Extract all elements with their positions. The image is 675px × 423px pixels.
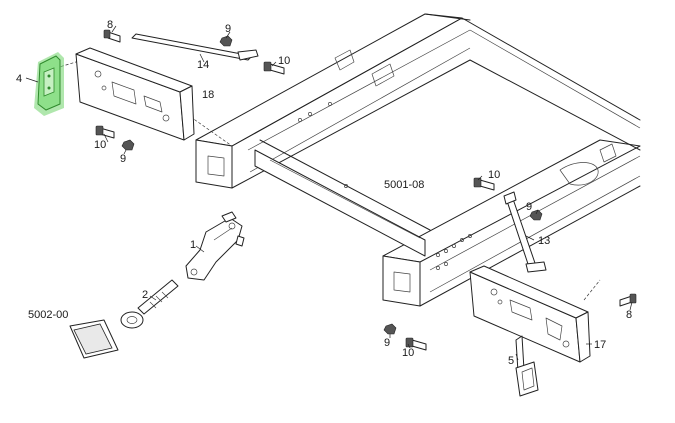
callout-9-top: 9 — [225, 23, 231, 35]
highlighted-part-4[interactable] — [34, 52, 64, 116]
bracket-part-5[interactable] — [515, 335, 539, 397]
callout-10-top: 10 — [278, 55, 290, 67]
chassis-frame — [55, 13, 641, 307]
nut-9-left[interactable] — [121, 139, 135, 151]
callout-2: 2 — [142, 289, 148, 301]
callout-9-bottom: 9 — [384, 337, 390, 349]
eye-bolt-2[interactable] — [120, 279, 179, 329]
nut-9-top[interactable] — [219, 35, 233, 47]
callout-1: 1 — [190, 239, 196, 251]
bracket-right-17[interactable] — [469, 265, 591, 363]
callout-labels: 8 9 14 10 4 18 10 9 5001-08 10 9 13 1 2 … — [16, 19, 632, 367]
nut-9-bottom[interactable] — [383, 323, 397, 335]
tie-rod-13[interactable] — [503, 191, 547, 273]
bolt-8-right[interactable] — [619, 293, 637, 307]
cover-5002-00[interactable] — [69, 319, 119, 359]
callout-10-bottom: 10 — [402, 347, 414, 359]
callout-8-top: 8 — [107, 19, 113, 31]
bolt-10-bottom[interactable] — [405, 337, 427, 351]
callout-8-right: 8 — [626, 309, 632, 321]
steering-arm-1[interactable] — [185, 211, 245, 281]
callout-10-left: 10 — [94, 139, 106, 151]
bolt-10-left[interactable] — [95, 125, 115, 139]
callout-9-right-top: 9 — [526, 201, 532, 213]
ref-5001-08: 5001-08 — [384, 179, 424, 191]
bolt-8-top[interactable] — [103, 29, 121, 43]
callout-4: 4 — [16, 73, 22, 85]
rail-holes — [298, 102, 472, 270]
bolt-10-top[interactable] — [263, 61, 285, 75]
callout-10-right: 10 — [488, 169, 500, 181]
tie-rod-14[interactable] — [131, 33, 259, 61]
bracket-left-18[interactable] — [75, 47, 195, 141]
callout-14: 14 — [197, 59, 209, 71]
bolt-10-right[interactable] — [473, 177, 495, 191]
callout-5: 5 — [508, 355, 514, 367]
callout-9-left: 9 — [120, 153, 126, 165]
ref-5002-00: 5002-00 — [28, 309, 68, 321]
callout-17: 17 — [594, 339, 606, 351]
leader-lines — [25, 25, 633, 361]
callout-18: 18 — [202, 89, 214, 101]
callout-13: 13 — [538, 235, 550, 247]
